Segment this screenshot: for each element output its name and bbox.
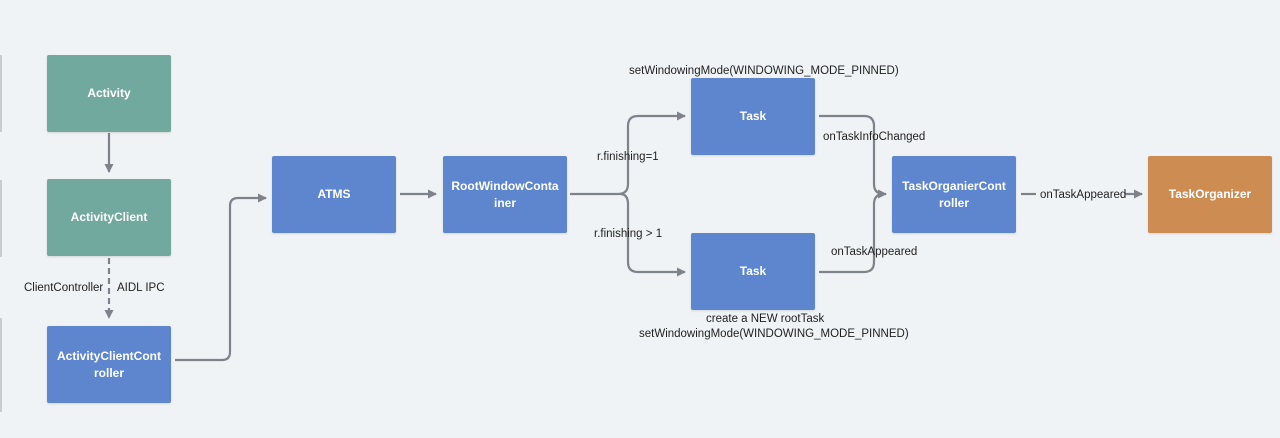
activity-client-controller-node[interactable]: ActivityClientController [47,326,171,403]
activity-client-node-label: ActivityClient [70,210,148,224]
create-root-task-label: create a NEW rootTask [706,313,825,325]
left-edge-divider [0,55,2,132]
atms-node-label: ATMS [317,187,351,201]
connector-controller-to-atms [175,193,267,362]
task-top-node[interactable]: Task [691,78,815,155]
finishing-gt-label: r.finishing > 1 [594,228,663,240]
left-edge-divider [0,318,2,412]
atms-node[interactable]: ATMS [272,156,396,233]
set-windowing-mode-bottom-label: setWindowingMode(WINDOWING_MODE_PINNED) [639,328,909,340]
activity-node[interactable]: Activity [47,55,171,132]
activity-node-label: Activity [87,86,131,100]
task-bottom-node-label: Task [739,264,767,278]
set-windowing-mode-top-label: setWindowingMode(WINDOWING_MODE_PINNED) [629,65,899,77]
on-task-appeared-bottom-label: onTaskAppeared [831,246,918,258]
client-controller-label: ClientController [24,282,104,294]
task-bottom-node[interactable]: Task [691,233,815,310]
left-edge-divider [0,180,2,257]
finishing-eq-label: r.finishing=1 [597,151,659,163]
root-window-container-node-label: RootWindowContainer [451,178,559,210]
aidl-ipc-label: AIDL IPC [117,282,165,294]
activity-client-node[interactable]: ActivityClient [47,179,171,256]
task-organizer-node[interactable]: TaskOrganizer [1148,156,1272,233]
root-window-container-node[interactable]: RootWindowContainer [443,156,567,233]
task-organizer-controller-node-label: TaskOrganierController [902,178,1006,210]
task-organizer-controller-node[interactable]: TaskOrganierController [892,156,1016,233]
activity-client-controller-node-label: ActivityClientController [56,348,161,380]
task-top-node-label: Task [739,109,767,123]
task-organizer-node-label: TaskOrganizer [1168,187,1252,201]
connector-task-bottom-to-controller [819,192,885,274]
on-task-info-changed-label: onTaskInfoChanged [823,131,926,143]
connector-root-to-task-bottom [619,192,686,277]
on-task-appeared-right-label: onTaskAppeared [1040,189,1127,201]
connector-task-top-to-controller [819,114,887,199]
